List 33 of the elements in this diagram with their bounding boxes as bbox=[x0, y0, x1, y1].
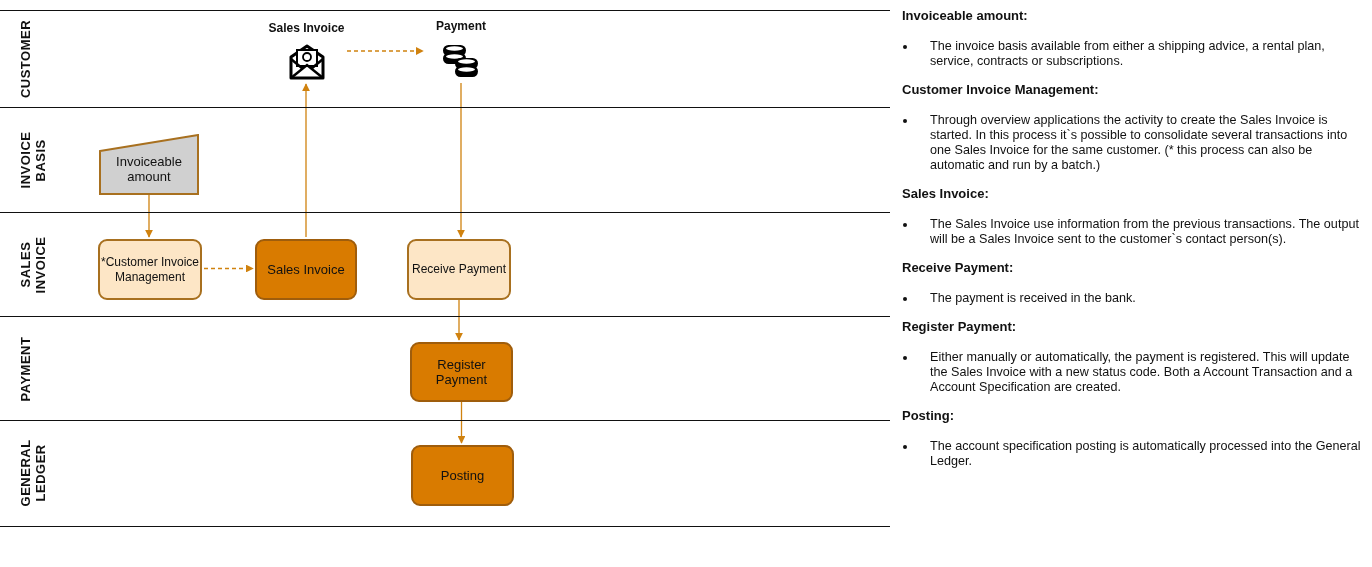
process-box: *Customer Invoice Management bbox=[98, 239, 202, 300]
note-text: Either manually or automatically, the payment is registered. This will update the Sales Invoice with a new status code. Both a Account Transaction and a Account Specification are created. bbox=[930, 350, 1353, 394]
note-heading: Customer Invoice Management: bbox=[902, 82, 1099, 97]
note-text: The invoice basis available from either a shipping advice, a rental plan, service, contracts or subscriptions. bbox=[930, 39, 1325, 68]
process-box: Sales Invoice bbox=[255, 239, 357, 300]
note-text: The Sales Invoice use information from the previous transactions. The output will be a Sales Invoice sent to the customer`s contact person(s). bbox=[930, 217, 1359, 246]
lane-title: GENERAL LEDGER bbox=[18, 439, 48, 507]
lane-title: PAYMENT bbox=[18, 336, 33, 401]
arrow bbox=[457, 82, 465, 238]
note-text: The account specification posting is automatically processed into the General Ledger. bbox=[930, 439, 1361, 468]
arrow bbox=[302, 83, 310, 238]
note-heading: Invoiceable amount: bbox=[902, 8, 1028, 23]
note-heading: Receive Payment: bbox=[902, 260, 1014, 275]
note-heading: Register Payment: bbox=[902, 319, 1017, 334]
swimlane bbox=[0, 420, 890, 527]
arrow bbox=[145, 194, 153, 238]
arrow bbox=[346, 47, 424, 55]
process-box: Register Payment bbox=[410, 342, 513, 402]
lane-title: INVOICE BASIS bbox=[18, 131, 48, 189]
note-text: Through overview applications the activity to create the Sales Invoice is started. In this process it`s possible to consolidate several transactions into one Sales Invoice for the same customer. (* this process can also be automatic and run by a batch.) bbox=[930, 113, 1348, 172]
arrow bbox=[457, 401, 466, 444]
process-box: Posting bbox=[411, 445, 514, 506]
arrow bbox=[203, 264, 254, 273]
icon-caption: Sales Invoice bbox=[267, 21, 346, 36]
process-box: Receive Payment bbox=[407, 239, 511, 300]
note-heading: Sales Invoice: bbox=[902, 186, 989, 201]
arrow bbox=[455, 299, 463, 341]
note-heading: Posting: bbox=[902, 408, 954, 423]
lane-title: CUSTOMER bbox=[18, 19, 33, 99]
lane-title: SALES INVOICE bbox=[18, 236, 48, 293]
icon-caption: Payment bbox=[435, 19, 487, 34]
note-text: The payment is received in the bank. bbox=[930, 291, 1136, 305]
manual-input-box: Invoiceable amount bbox=[99, 134, 199, 195]
